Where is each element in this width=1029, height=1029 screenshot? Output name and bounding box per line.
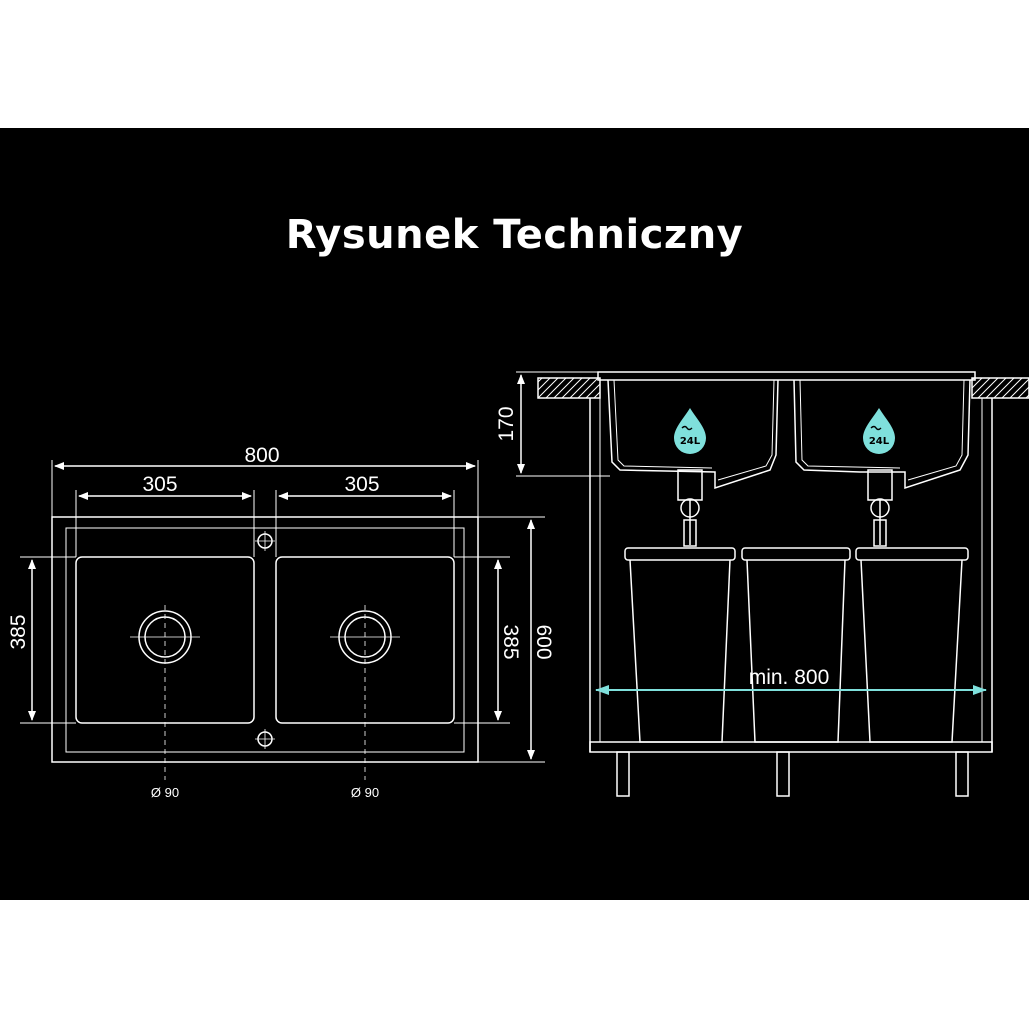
countertop-left	[537, 377, 601, 399]
waste-bin-middle	[741, 547, 851, 743]
label-bowl-width-right: 305	[344, 473, 379, 496]
label-drain-right: Ø 90	[351, 785, 379, 800]
drain-left	[130, 605, 200, 780]
cabinet-leg-left	[616, 751, 630, 797]
drain-right	[330, 605, 400, 780]
label-bowl-depth-right: 385	[499, 624, 522, 659]
waste-bin-right	[855, 547, 969, 743]
waste-bin-left	[624, 547, 736, 743]
bin-left-capacity: 24L	[680, 436, 701, 447]
drawing-background	[0, 128, 1029, 900]
tap-hole	[255, 531, 275, 551]
bin-right-capacity: 24L	[869, 436, 890, 447]
label-overall-width: 800	[244, 444, 279, 467]
cabinet-floor	[589, 741, 993, 753]
drain-pipe-right	[867, 469, 893, 547]
label-drain-left: Ø 90	[151, 785, 179, 800]
label-bowl-width-left: 305	[142, 473, 177, 496]
water-drop-icon: 24L	[674, 408, 706, 454]
sink-inner-rim	[65, 527, 465, 753]
cabinet-leg-right	[955, 751, 969, 797]
bowl-right-profile	[793, 379, 971, 490]
water-drop-icon: 24L	[863, 408, 895, 454]
label-overall-depth: 600	[532, 624, 555, 659]
bowl-left-profile	[607, 379, 779, 490]
cabinet-leg-middle	[776, 751, 790, 797]
drain-pipe-left	[677, 469, 703, 547]
countertop-right	[971, 377, 1029, 399]
label-bowl-depth-left: 385	[7, 614, 30, 649]
label-sink-height: 170	[495, 406, 518, 441]
page-title: Rysunek Techniczny	[285, 212, 744, 258]
sink-outline	[51, 516, 479, 763]
overflow-hole	[255, 729, 275, 749]
top-view	[20, 460, 545, 780]
sink-rim-profile	[597, 371, 976, 381]
label-cabinet-min-width: min. 800	[749, 666, 830, 689]
side-view	[516, 371, 1029, 797]
